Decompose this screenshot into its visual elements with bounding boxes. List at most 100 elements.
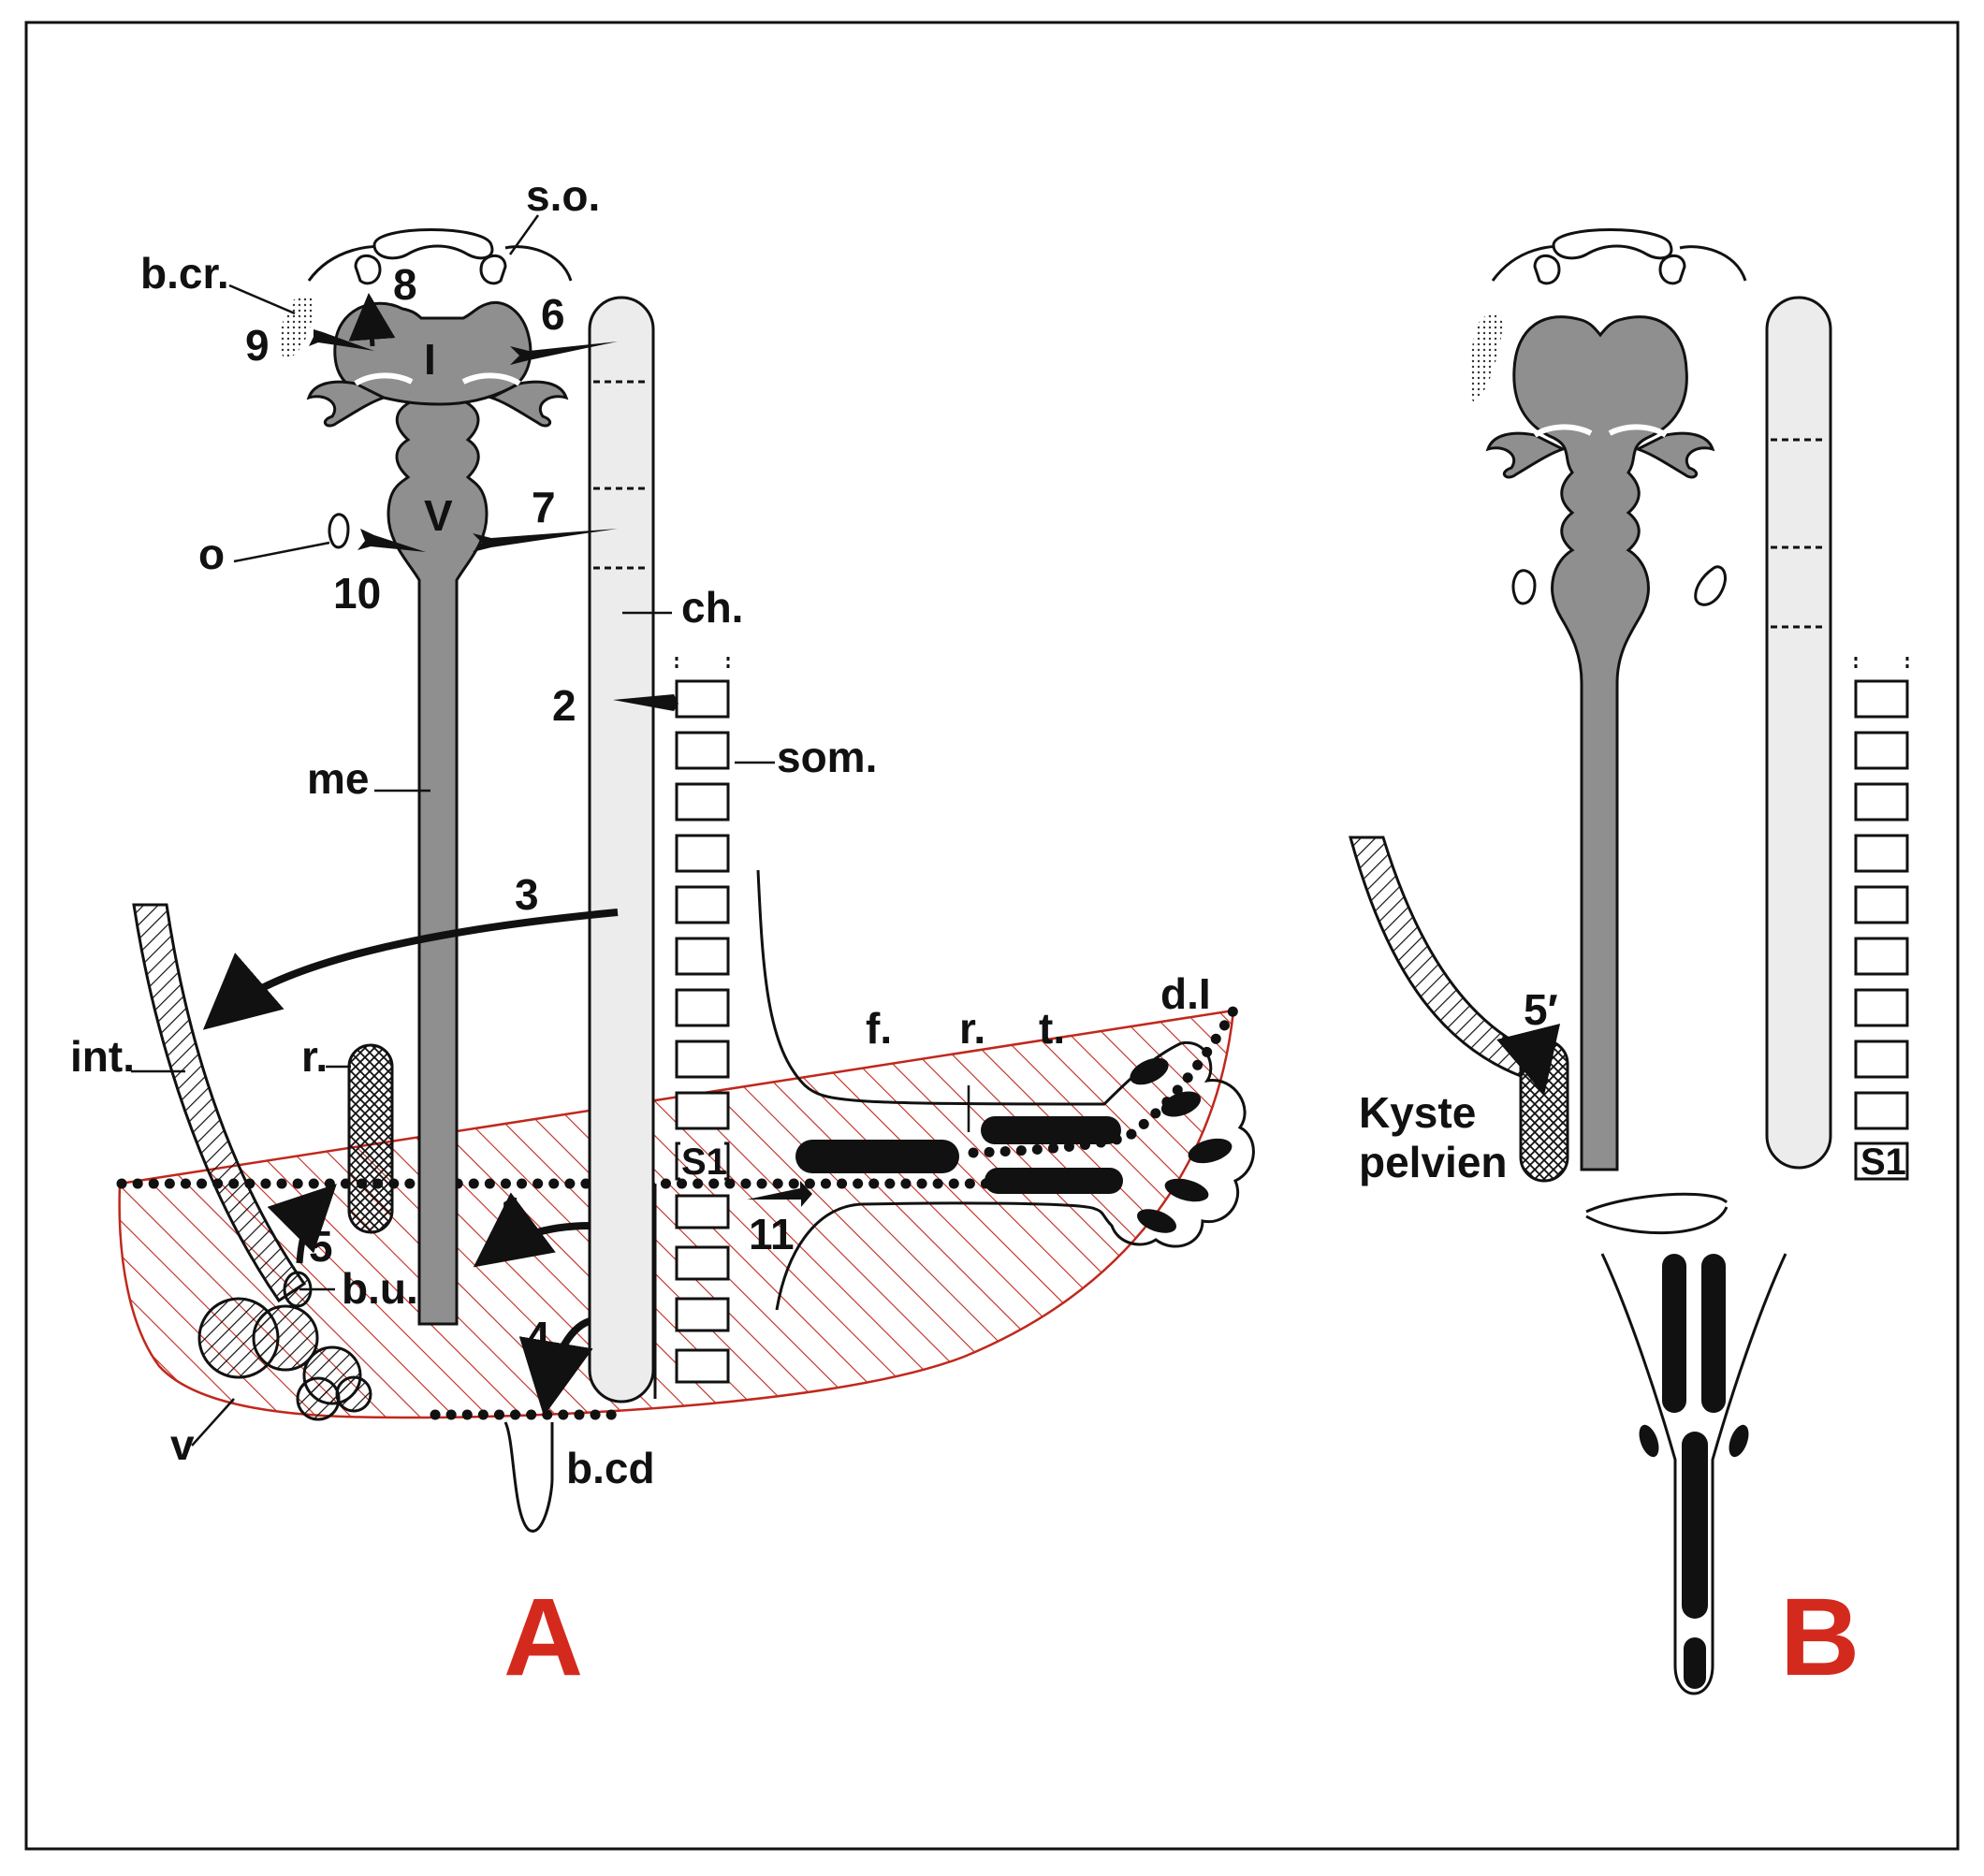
somite bbox=[675, 1245, 730, 1281]
notochord bbox=[588, 296, 655, 1403]
label-6: 6 bbox=[541, 290, 565, 339]
label-8: 8 bbox=[393, 260, 417, 309]
vesicle-cluster bbox=[197, 1271, 372, 1421]
label-3: 3 bbox=[515, 870, 539, 919]
fibula-element bbox=[985, 1168, 1123, 1194]
label-5-prime: 5′ bbox=[1524, 985, 1558, 1034]
b-head-outline-right bbox=[1679, 245, 1747, 282]
label-roman-1: I bbox=[424, 335, 436, 384]
somite bbox=[675, 1348, 730, 1384]
limb-outline-digits bbox=[775, 1041, 1255, 1311]
caudal-bud bbox=[503, 1421, 554, 1533]
label-dI: d.I bbox=[1160, 969, 1211, 1018]
arrow-11 bbox=[747, 1181, 812, 1207]
b-limb-outline-top bbox=[1585, 1192, 1729, 1214]
b-head-top bbox=[1552, 228, 1673, 260]
b-otocyst-right bbox=[1694, 565, 1727, 606]
sense-organ-left bbox=[354, 254, 382, 285]
digit-element bbox=[1164, 1178, 1209, 1202]
digit-element bbox=[1160, 1091, 1202, 1117]
somite bbox=[675, 1194, 730, 1229]
dotted-limb-boundary bbox=[968, 1005, 1239, 1158]
panel-label-a: A bbox=[503, 1576, 583, 1699]
digit-element bbox=[1188, 1138, 1233, 1164]
arrow-5-prime bbox=[1496, 1023, 1561, 1096]
optic-wing-left bbox=[306, 380, 387, 428]
head-top bbox=[372, 228, 494, 260]
head-outline-right bbox=[504, 245, 573, 282]
label-me: me bbox=[307, 754, 369, 803]
label-t: t. bbox=[1039, 1004, 1065, 1053]
label-v: v bbox=[170, 1420, 195, 1469]
label-r-limb: r. bbox=[959, 1004, 985, 1053]
b-somite bbox=[1854, 834, 1909, 873]
b-somite bbox=[1854, 988, 1909, 1027]
label-5: 5 bbox=[309, 1222, 333, 1271]
b-optic-wing-right bbox=[1634, 431, 1715, 479]
label-10: 10 bbox=[333, 569, 381, 618]
leader-lines bbox=[131, 214, 970, 1447]
label-1: 1 bbox=[501, 1188, 525, 1237]
arrow-2 bbox=[613, 694, 678, 711]
arrow-5 bbox=[267, 1184, 337, 1264]
arrows bbox=[309, 329, 812, 1207]
pelvic-cyst bbox=[1519, 1039, 1569, 1183]
b-limb-element bbox=[1729, 1424, 1749, 1458]
b-somite bbox=[1854, 731, 1909, 770]
b-somite bbox=[1854, 679, 1909, 719]
arrow-6 bbox=[510, 342, 618, 365]
somite bbox=[675, 885, 730, 924]
otocyst bbox=[328, 513, 350, 549]
label-7: 7 bbox=[532, 483, 556, 531]
label-bcr: b.cr. bbox=[140, 249, 229, 298]
b-sense-organ-left bbox=[1533, 254, 1561, 285]
b-optic-wing-left bbox=[1485, 431, 1567, 479]
label-2: 2 bbox=[552, 681, 576, 730]
digit-element bbox=[1130, 1057, 1169, 1085]
label-11: 11 bbox=[749, 1210, 795, 1258]
b-somite-s1 bbox=[1854, 1142, 1909, 1181]
b-somite-column bbox=[1854, 657, 1909, 1181]
cranial-crest bbox=[280, 295, 314, 360]
somite bbox=[675, 1091, 730, 1130]
label-pelvien: pelvien bbox=[1359, 1138, 1508, 1186]
b-limb-element bbox=[1701, 1254, 1726, 1413]
label-roman-5: V bbox=[424, 491, 453, 540]
label-som: som. bbox=[777, 733, 877, 781]
somite bbox=[675, 782, 730, 822]
arrow-1 bbox=[473, 1192, 591, 1268]
femur-element bbox=[795, 1140, 959, 1173]
panel-b: 5′ Kyste pelvien S1 B bbox=[1349, 228, 1909, 1699]
somite bbox=[675, 679, 730, 719]
arrow-3 bbox=[202, 909, 619, 1030]
label-ch: ch. bbox=[681, 583, 743, 632]
b-notochord bbox=[1765, 296, 1832, 1170]
label-r-cyl: r. bbox=[301, 1032, 328, 1081]
sense-organ-right bbox=[479, 254, 507, 285]
b-somite bbox=[1854, 1091, 1909, 1130]
optic-wing-right bbox=[488, 380, 569, 428]
label-bu: b.u. bbox=[342, 1264, 418, 1313]
digit-element bbox=[1136, 1209, 1177, 1233]
b-limb-element bbox=[1684, 1637, 1706, 1689]
b-otocyst-left bbox=[1511, 569, 1537, 605]
label-kyste: Kyste bbox=[1359, 1088, 1476, 1137]
somite bbox=[675, 988, 730, 1027]
tibia-element bbox=[981, 1116, 1121, 1144]
b-limb-element bbox=[1639, 1424, 1659, 1458]
b-limb-outline-top bbox=[1585, 1206, 1729, 1235]
somite bbox=[675, 1297, 730, 1332]
somite bbox=[675, 731, 730, 770]
label-s1: S1 bbox=[681, 1142, 727, 1183]
renal-cylinder bbox=[347, 1043, 394, 1234]
label-bcd: b.cd bbox=[566, 1444, 655, 1492]
b-somite bbox=[1854, 782, 1909, 822]
b-somite bbox=[1854, 1040, 1909, 1079]
b-neural-tube bbox=[1512, 315, 1688, 1171]
arrow-8 bbox=[348, 293, 396, 347]
somite bbox=[675, 937, 730, 976]
b-cranial-crest bbox=[1468, 313, 1503, 402]
somite-column bbox=[675, 657, 730, 1384]
